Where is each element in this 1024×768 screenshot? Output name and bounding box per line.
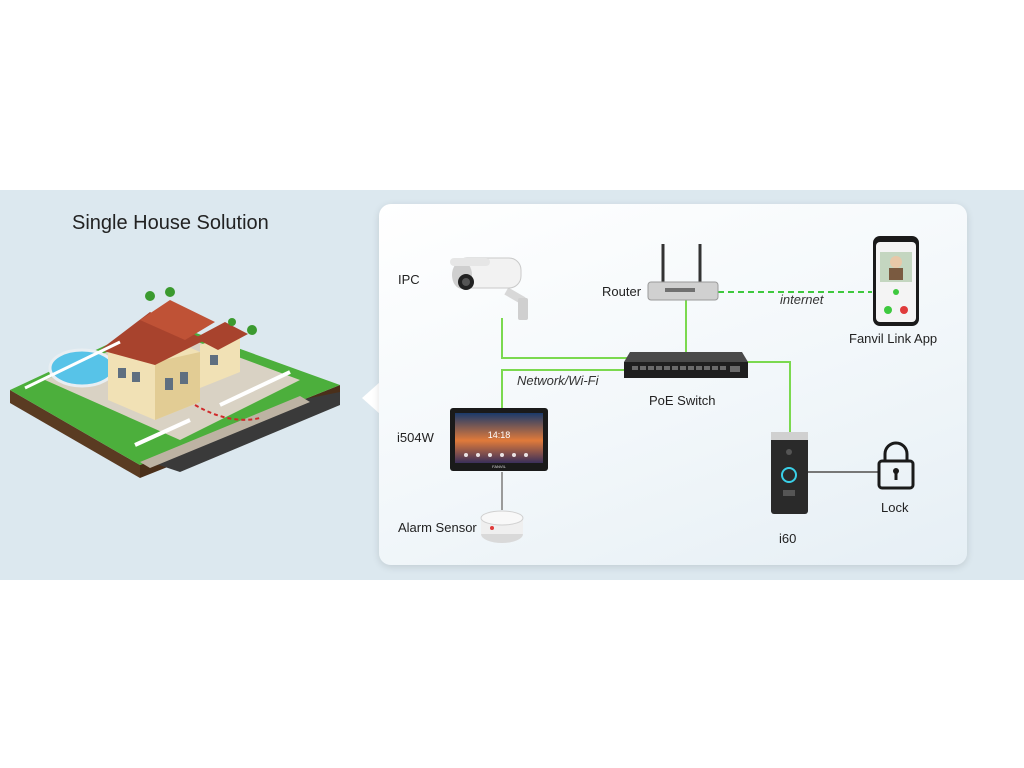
doorphone-link [746, 362, 790, 432]
ipc-label: IPC [398, 272, 420, 287]
poe-switch-icon [624, 352, 748, 378]
door-phone-icon [771, 432, 808, 514]
internet-label: internet [780, 292, 823, 307]
smartphone-icon [873, 236, 919, 326]
house-illustration [10, 287, 340, 478]
ipc-camera-icon [450, 258, 528, 320]
alarm-sensor-label: Alarm Sensor [398, 520, 477, 535]
app-label: Fanvil Link App [849, 331, 937, 346]
door-phone-label: i60 [779, 531, 796, 546]
poe-switch-label: PoE Switch [649, 393, 715, 408]
monitor-clock-text: 14:18 [488, 430, 511, 440]
ipc-link [502, 318, 628, 358]
indoor-monitor-label: i504W [397, 430, 434, 445]
network-label: Network/Wi-Fi [517, 373, 599, 388]
router-label: Router [602, 284, 641, 299]
lock-label: Lock [881, 500, 908, 515]
alarm-sensor-icon [481, 511, 523, 543]
lock-icon [879, 443, 913, 488]
router-icon [648, 244, 718, 300]
monitor-brand-text: FANVIL [492, 464, 507, 469]
